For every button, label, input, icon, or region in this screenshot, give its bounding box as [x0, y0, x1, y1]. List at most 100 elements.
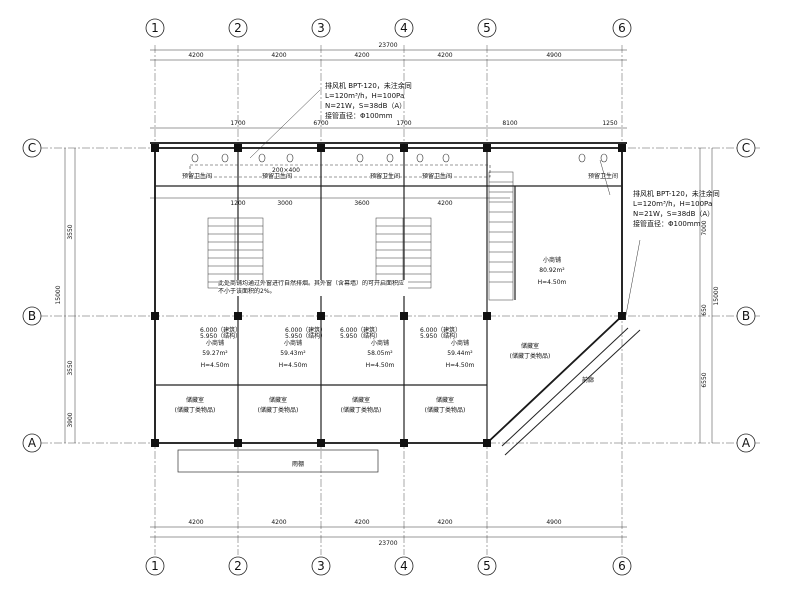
- dim-left-3: 3900: [67, 412, 74, 427]
- dim-top-total: 23700: [378, 42, 397, 49]
- bottom-dimension-text: 4200 4200 4200 4200 4900 23700: [188, 519, 561, 547]
- dim-bottom-3: 4200: [354, 519, 369, 526]
- shop-2-height: H=4.50m: [279, 362, 308, 369]
- dim-mid-2: 3000: [277, 200, 292, 207]
- dim-bottom-5: 4900: [546, 519, 561, 526]
- top-dimension-text: 4200 4200 4200 4200 4900 23700: [188, 42, 561, 59]
- storage-1-sub: (储藏丁类物品): [175, 406, 216, 414]
- grid-col-5: 5: [483, 21, 491, 35]
- dim-top-3: 4200: [354, 52, 369, 59]
- grid-col-6-bottom: 6: [618, 559, 626, 573]
- elev-mark-3b: 5.950（结构）: [340, 332, 381, 340]
- diagonal-corridor: [494, 322, 641, 456]
- fan-note-top-line2: N=21W，S=38dB（A）: [325, 102, 406, 110]
- shop-labels: 小商铺 59.27m² H=4.50m 小商铺 59.43m² H=4.50m …: [201, 256, 567, 369]
- grid-col-4: 4: [400, 21, 408, 35]
- shop-2-name: 小商铺: [284, 339, 302, 347]
- grid-col-3-bottom: 3: [317, 559, 325, 573]
- dim-top-1: 4200: [188, 52, 203, 59]
- smoke-note-box: 此处商铺均通过外窗进行自然排烟。其外窗（含幕墙）的可开启面积应不小于该面积的2%…: [218, 280, 408, 296]
- elev-mark-3: 6.000（建筑）: [340, 326, 381, 334]
- dim-inner-5: 1250: [602, 120, 617, 127]
- grid-bubbles-top: [145, 18, 632, 38]
- fan-note-right-line2: N=21W，S=38dB（A）: [633, 210, 714, 218]
- dim-inner-3: 1700: [396, 120, 411, 127]
- fan-note-top-line1: L=120m³/h，H=100Pa: [325, 92, 404, 100]
- fan-note-right-title: 排风机 BPT-120，未注余同: [633, 189, 720, 198]
- stair-1: [207, 217, 264, 289]
- shop-1-name: 小商铺: [206, 339, 224, 347]
- storage-3-sub: (储藏丁类物品): [341, 406, 382, 414]
- grid-col-1: 1: [151, 21, 159, 35]
- stair-3: [488, 171, 514, 301]
- dim-inner-4: 8100: [502, 120, 517, 127]
- grid-col-1-bottom: 1: [151, 559, 159, 573]
- elev-mark-2b: 5.950（结构）: [285, 332, 326, 340]
- grid-labels-top: 1 2 3 4 5 6: [151, 21, 626, 35]
- storage-2-name: 储藏室: [269, 396, 287, 404]
- dim-bottom-4: 4200: [437, 519, 452, 526]
- smoke-note: 此处商铺均通过外窗进行自然排烟。其外窗（含幕墙）的可开启面积应不小于该面积的2%…: [218, 280, 408, 296]
- storage-4-sub: (储藏丁类物品): [425, 406, 466, 414]
- elevation-marks: 6.000（建筑） 5.950（结构） 6.000（建筑） 5.950（结构） …: [200, 326, 461, 340]
- dim-left-1: 3550: [67, 224, 74, 239]
- fan-note-right-line3: 接管直径：Φ100mm: [633, 219, 701, 228]
- wc-label-4: 预留卫生间: [422, 172, 452, 180]
- shop-4-name: 小商铺: [451, 339, 469, 347]
- grid-row-c-right: C: [742, 141, 750, 155]
- dim-top-2: 4200: [271, 52, 286, 59]
- fan-note-right-line1: L=120m³/h，H=100Pa: [633, 200, 712, 208]
- dim-top-5: 4900: [546, 52, 561, 59]
- dim-bottom-1: 4200: [188, 519, 203, 526]
- shop-4-area: 59.44m²: [447, 350, 473, 357]
- storage-2-sub: (储藏丁类物品): [258, 406, 299, 414]
- elev-mark-1: 6.000（建筑）: [200, 326, 241, 334]
- shop-3-name: 小商铺: [371, 339, 389, 347]
- grid-row-b: B: [28, 309, 36, 323]
- exhaust-duct: [189, 164, 491, 178]
- shop-1-height: H=4.50m: [201, 362, 230, 369]
- dim-right-2: 650: [701, 304, 708, 316]
- storage-4-name: 储藏室: [436, 396, 454, 404]
- storage-5-sub: (储藏丁类物品): [510, 352, 551, 360]
- right-dimension-text: 7000 650 6550 15000: [701, 220, 720, 387]
- shop-4-height: H=4.50m: [446, 362, 475, 369]
- storage-5-name: 储藏室: [521, 342, 539, 350]
- grid-col-4-bottom: 4: [400, 559, 408, 573]
- grid-col-3: 3: [317, 21, 325, 35]
- grid-bubbles-rows: [22, 138, 756, 453]
- corridor-label: 前廊: [582, 376, 594, 384]
- wc-labels: 预留卫生间 预留卫生间 预留卫生间 预留卫生间 预留卫生间: [182, 172, 618, 180]
- rain-canopy: [177, 449, 379, 473]
- fan-note-right: 排风机 BPT-120，未注余同 L=120m³/h，H=100Pa N=21W…: [633, 189, 720, 228]
- dim-right-3: 6550: [701, 372, 708, 387]
- dim-inner-2: 6700: [313, 120, 328, 127]
- grid-row-b-right: B: [742, 309, 750, 323]
- grid-bubbles-bottom: [145, 556, 632, 576]
- shop-2-area: 59.43m²: [280, 350, 306, 357]
- wc-label-3: 预留卫生间: [370, 172, 400, 180]
- shop-5-area: 80.92m²: [539, 267, 565, 274]
- dim-left-total: 15000: [55, 285, 62, 304]
- dim-bottom-total: 23700: [378, 540, 397, 547]
- fan-note-top-title: 排风机 BPT-120，未注余同: [325, 81, 412, 90]
- grid-labels-bottom: 1 2 3 4 5 6: [151, 559, 626, 573]
- elev-mark-4: 6.000（建筑）: [420, 326, 461, 334]
- grid-labels-rows: C B A C B A: [28, 141, 751, 450]
- dimension-lines: [64, 49, 713, 538]
- fan-note-top: 排风机 BPT-120，未注余同 L=120m³/h，H=100Pa N=21W…: [325, 81, 412, 120]
- left-dimension-text: 15000 3550 3550 3900: [55, 224, 74, 427]
- dim-inner-1: 1700: [230, 120, 245, 127]
- elev-mark-4b: 5.950（结构）: [420, 332, 461, 340]
- dim-mid-4: 4200: [437, 200, 452, 207]
- grid-row-a-right: A: [742, 436, 751, 450]
- grid-row-a: A: [28, 436, 37, 450]
- storage-labels: 储藏室 (储藏丁类物品) 储藏室 (储藏丁类物品) 储藏室 (储藏丁类物品) 储…: [175, 342, 551, 414]
- wc-label-2: 预留卫生间: [262, 172, 292, 180]
- wc-label-1: 预留卫生间: [182, 172, 212, 180]
- shop-3-area: 58.05m²: [367, 350, 393, 357]
- wc-label-5: 预留卫生间: [588, 172, 618, 180]
- elev-mark-1b: 5.950（结构）: [200, 332, 241, 340]
- dim-bottom-2: 4200: [271, 519, 286, 526]
